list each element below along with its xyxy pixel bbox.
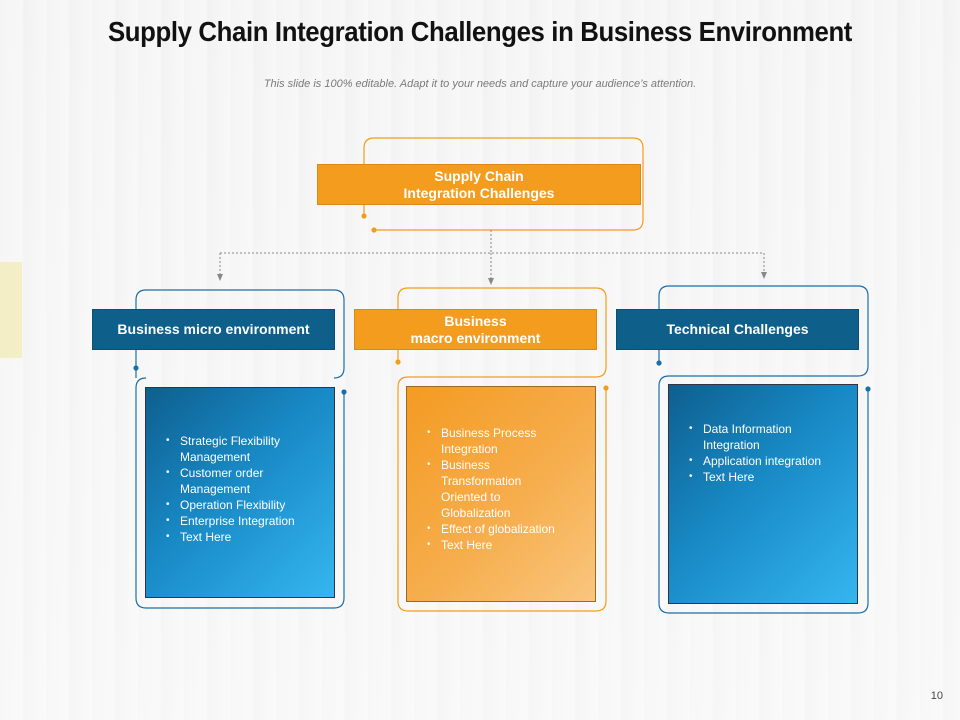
list-item: Text Here	[427, 537, 595, 553]
list-item: Application integration	[689, 453, 857, 469]
root-frame-dot	[361, 213, 367, 219]
list-item: Customer order Management	[166, 465, 334, 497]
branch-2-header: Business macro environment	[354, 309, 597, 350]
list-item: Text Here	[689, 469, 857, 485]
branch-2-bottom-frame	[397, 376, 607, 612]
branch-3-dot-a	[656, 360, 662, 366]
branch-2-top-frame	[397, 287, 607, 378]
list-item: Business Transformation Oriented to Glob…	[427, 457, 595, 521]
branch-3-top-frame	[658, 285, 869, 377]
branch-2-header-line-1: Business	[444, 312, 507, 329]
page-number: 10	[930, 690, 943, 702]
list-item: Text Here	[166, 529, 334, 545]
branch-2-header-line-2: macro environment	[410, 329, 541, 346]
list-item: Data Information Integration	[689, 421, 857, 453]
branch-1-panel: Strategic Flexibility Management Custome…	[145, 387, 335, 598]
background-yellow-sign	[0, 262, 22, 358]
branch-2-list: Business Process Integration Business Tr…	[407, 425, 595, 553]
root-frame-left	[363, 137, 375, 216]
branch-3-header-line-1: Technical Challenges	[666, 321, 809, 337]
branch-2-dot-b	[603, 385, 609, 391]
branch-1-header: Business micro environment	[92, 309, 335, 350]
list-item: Operation Flexibility	[166, 497, 334, 513]
branch-3-panel: Data Information Integration Application…	[668, 384, 858, 604]
list-item: Effect of globalization	[427, 521, 595, 537]
list-item: Business Process Integration	[427, 425, 595, 457]
list-item: Strategic Flexibility Management	[166, 433, 334, 465]
root-frame-dot-2	[371, 227, 377, 233]
root-line-1: Supply Chain	[434, 167, 524, 184]
root-box: Supply Chain Integration Challenges	[317, 164, 641, 205]
branch-3-dot-b	[865, 386, 871, 392]
branch-1-list: Strategic Flexibility Management Custome…	[146, 433, 334, 545]
branch-3-bottom-frame	[658, 375, 869, 614]
branch-1-dot-b	[341, 389, 347, 395]
slide-title: Supply Chain Integration Challenges in B…	[107, 16, 853, 47]
slide-subtitle: This slide is 100% editable. Adapt it to…	[263, 78, 697, 90]
root-frame	[374, 137, 644, 231]
branch-1-top-frame	[135, 289, 345, 379]
branch-2-panel: Business Process Integration Business Tr…	[406, 386, 596, 602]
branch-3-header: Technical Challenges	[616, 309, 859, 350]
branch-1-dot-a	[133, 365, 139, 371]
branch-1-header-line-1: Business micro environment	[117, 321, 310, 337]
branch-1-bottom-frame	[135, 377, 345, 609]
root-line-2: Integration Challenges	[403, 184, 555, 201]
list-item: Enterprise Integration	[166, 513, 334, 529]
branch-3-list: Data Information Integration Application…	[669, 421, 857, 485]
branch-2-dot-a	[395, 359, 401, 365]
